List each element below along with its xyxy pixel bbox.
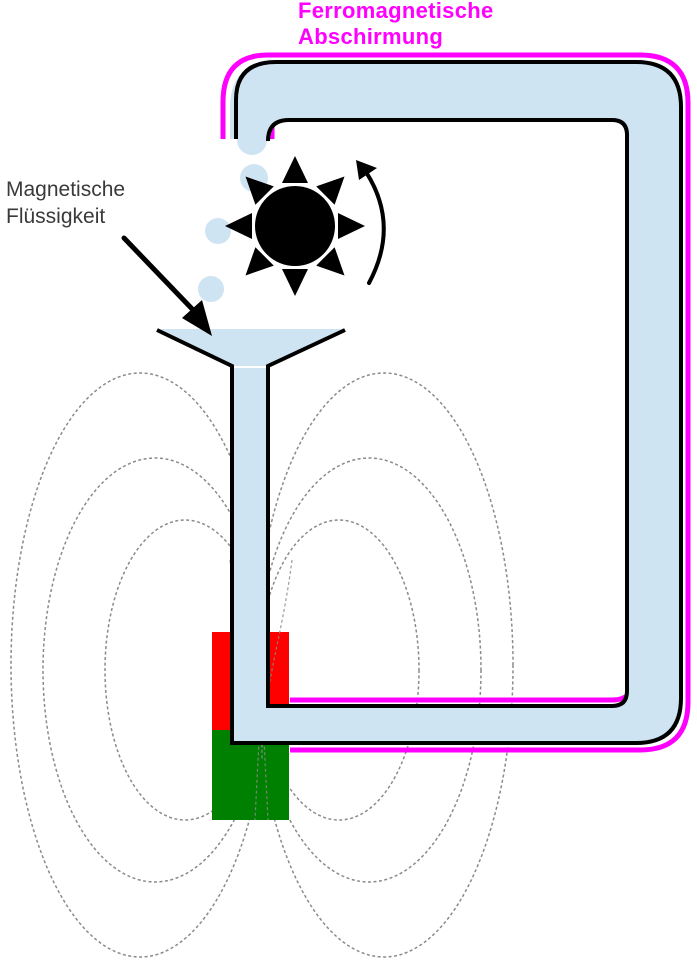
fluid-droplet (237, 125, 267, 155)
funnel-fluid (160, 329, 342, 366)
fluid-label: Magnetische Flüssigkeit (6, 176, 125, 230)
fluid-label-line2: Flüssigkeit (6, 205, 106, 228)
shielding-outer (220, 52, 691, 753)
rotation-arrow-icon (356, 160, 386, 285)
wheel-blades (225, 156, 365, 296)
fluid-droplet (198, 276, 224, 302)
shielding-inner (269, 110, 637, 703)
shielding-label-line2: Abschirmung (298, 24, 444, 49)
field-line (256, 457, 482, 883)
tube-inner-wall (266, 118, 629, 708)
pointer-arrow-icon (121, 235, 212, 336)
tube-outer-wall (156, 60, 683, 745)
fluid-channel (230, 62, 681, 743)
fluid-label-line1: Magnetische (6, 178, 126, 201)
paddle-wheel-icon (225, 156, 365, 296)
field-line (254, 372, 514, 958)
magnetic-fluid (160, 62, 681, 743)
ferromagnetic-shielding (220, 52, 691, 753)
fluid-droplet (205, 218, 231, 244)
shielding-label-line1: Ferromagnetische (298, 0, 494, 23)
tube-outline (156, 60, 683, 745)
shielding-label: Ferromagnetische Abschirmung (298, 0, 494, 50)
